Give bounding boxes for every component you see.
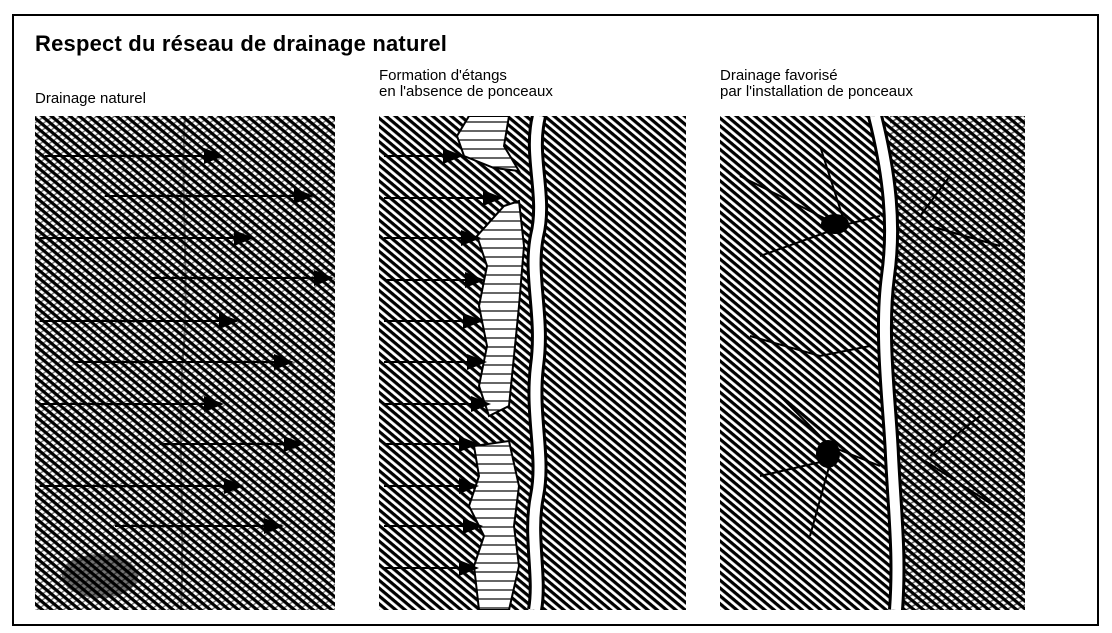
- panel-2-label-line-1: Formation d'étangs: [379, 68, 553, 84]
- panel-natural-drainage: [35, 116, 335, 610]
- ponds-illustration: [379, 116, 686, 610]
- panel-drainage-with-culverts: [720, 116, 1025, 610]
- culvert-outlet: [821, 214, 849, 234]
- panel-3-label: Drainage favorisé par l'installation de …: [720, 68, 913, 100]
- panel-2-label: Formation d'étangs en l'absence de ponce…: [379, 68, 553, 100]
- panel-2-label-line-2: en l'absence de ponceaux: [379, 84, 553, 100]
- culverts-illustration: [720, 116, 1025, 610]
- terrain-shading: [890, 116, 1025, 610]
- natural-drainage-illustration: [35, 116, 335, 610]
- panel-ponds-without-culverts: [379, 116, 686, 610]
- panel-1-label-line-1: Drainage naturel: [35, 91, 146, 107]
- figure-title: Respect du réseau de drainage naturel: [35, 31, 447, 57]
- panel-3-label-line-2: par l'installation de ponceaux: [720, 84, 913, 100]
- culvert-outlet: [816, 440, 840, 468]
- panel-1-label: Drainage naturel: [35, 91, 146, 107]
- road: [534, 116, 540, 610]
- panel-3-label-line-1: Drainage favorisé: [720, 68, 913, 84]
- dark-patch: [62, 554, 138, 598]
